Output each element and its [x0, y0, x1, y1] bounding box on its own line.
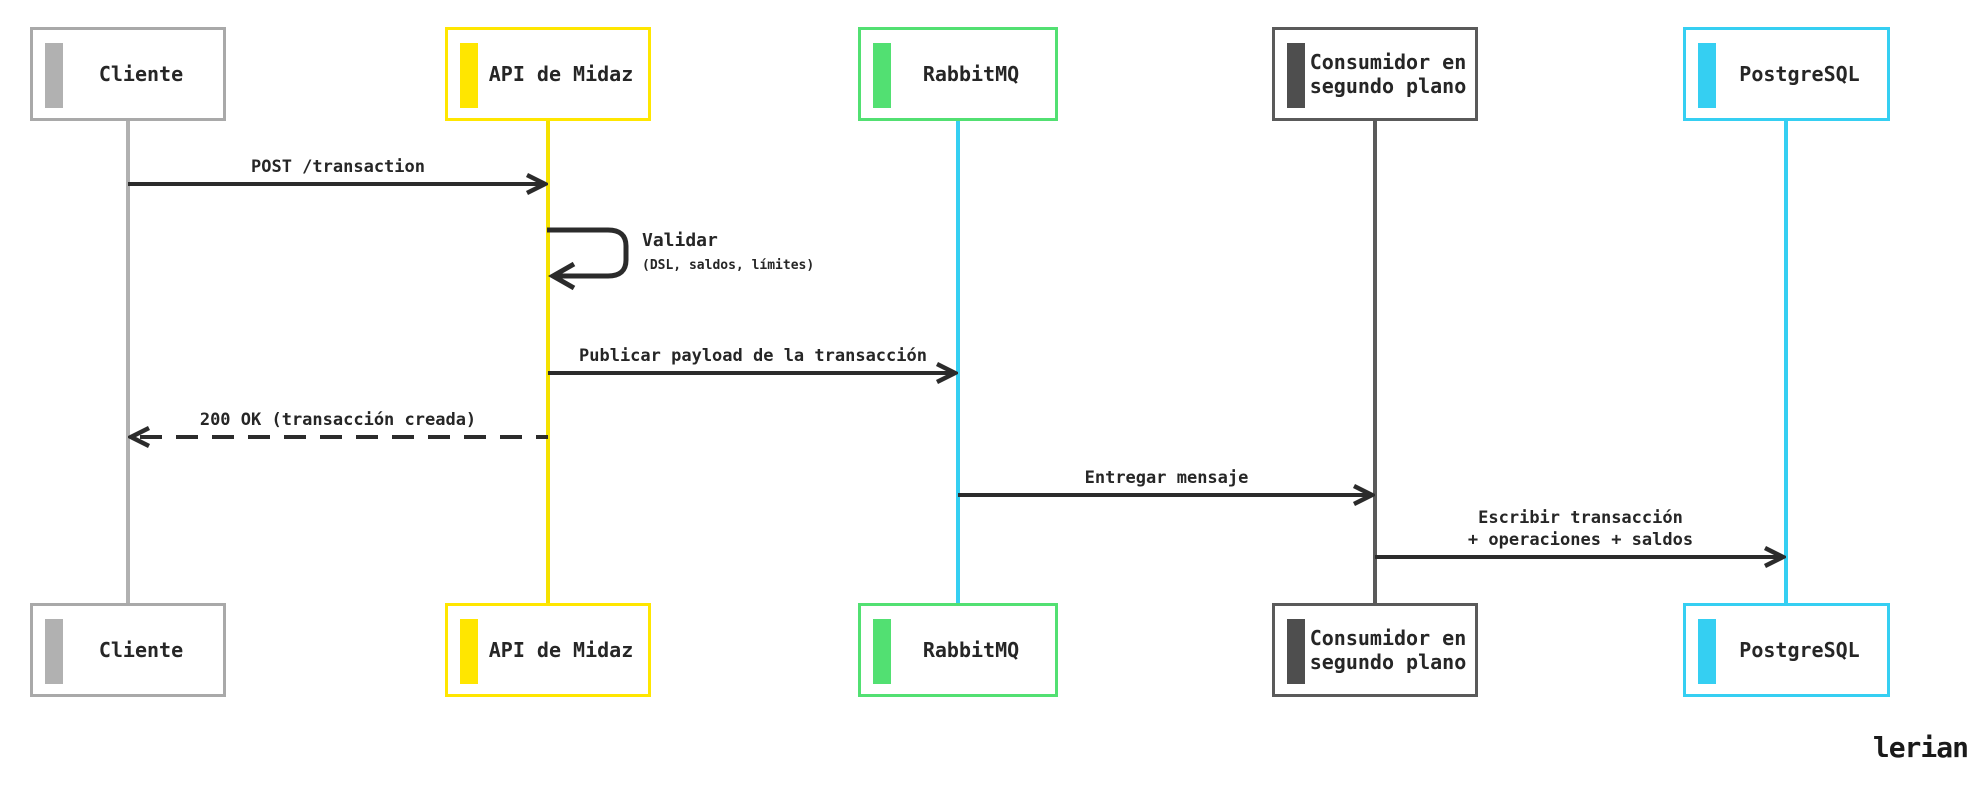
actor-label: API de Midaz: [488, 62, 634, 86]
actor-box-postgresql-top: PostgreSQL: [1683, 27, 1890, 121]
actor-label: Cliente: [98, 62, 184, 86]
message-label: 200 OK (transacción creada): [199, 410, 477, 430]
arrowhead-right-icon: [1352, 483, 1375, 507]
actor-label: Consumidor en segundo plano: [1309, 50, 1467, 98]
lifeline-consumidor: [1373, 121, 1377, 603]
arrowhead-left-icon: [128, 425, 151, 449]
actor-accent-bar: [1287, 619, 1305, 684]
actor-box-api-midaz-bottom: API de Midaz: [445, 603, 651, 697]
message-line: [548, 371, 952, 375]
actor-accent-bar: [1287, 43, 1305, 108]
actor-accent-bar: [1698, 619, 1716, 684]
actor-accent-bar: [873, 619, 891, 684]
message-line: [1375, 555, 1780, 559]
message-label: Entregar mensaje: [1084, 468, 1249, 488]
actor-accent-bar: [460, 43, 478, 108]
message-label: Publicar payload de la transacción: [579, 346, 927, 366]
actor-box-consumidor-top: Consumidor en segundo plano: [1272, 27, 1478, 121]
actor-box-rabbitmq-bottom: RabbitMQ: [858, 603, 1058, 697]
actor-box-consumidor-bottom: Consumidor en segundo plano: [1272, 603, 1478, 697]
brand-logo: lerian: [1872, 731, 1969, 764]
message-line: [128, 182, 542, 186]
actor-accent-bar: [873, 43, 891, 108]
actor-label: PostgreSQL: [1739, 62, 1860, 86]
actor-accent-bar: [460, 619, 478, 684]
actor-label: Consumidor en segundo plano: [1309, 626, 1467, 674]
actor-accent-bar: [45, 619, 63, 684]
message-label: Validar: [642, 230, 718, 251]
actor-box-api-midaz-top: API de Midaz: [445, 27, 651, 121]
actor-box-rabbitmq-top: RabbitMQ: [858, 27, 1058, 121]
lifeline-postgresql: [1784, 121, 1788, 603]
message-note: (DSL, saldos, límites): [642, 258, 815, 273]
actor-accent-bar: [45, 43, 63, 108]
actor-accent-bar: [1698, 43, 1716, 108]
actor-label: RabbitMQ: [922, 62, 1020, 86]
actor-label: PostgreSQL: [1739, 638, 1860, 662]
arrowhead-right-icon: [1763, 545, 1786, 569]
lifeline-api-midaz: [546, 121, 550, 603]
message-line: [958, 493, 1369, 497]
arrowhead-right-icon: [525, 172, 548, 196]
message-label: POST /transaction: [251, 157, 425, 177]
arrowhead-right-icon: [935, 361, 958, 385]
lifeline-rabbitmq: [956, 121, 960, 603]
actor-box-cliente-top: Cliente: [30, 27, 226, 121]
lifeline-cliente: [126, 121, 130, 603]
actor-box-cliente-bottom: Cliente: [30, 603, 226, 697]
actor-label: Cliente: [98, 638, 184, 662]
message-line-dashed: [140, 435, 548, 439]
actor-box-postgresql-bottom: PostgreSQL: [1683, 603, 1890, 697]
actor-label: RabbitMQ: [922, 638, 1020, 662]
self-loop-arrow: [547, 227, 629, 291]
actor-label: API de Midaz: [488, 638, 634, 662]
message-label: Escribir transacción + operaciones + sal…: [1467, 508, 1694, 550]
